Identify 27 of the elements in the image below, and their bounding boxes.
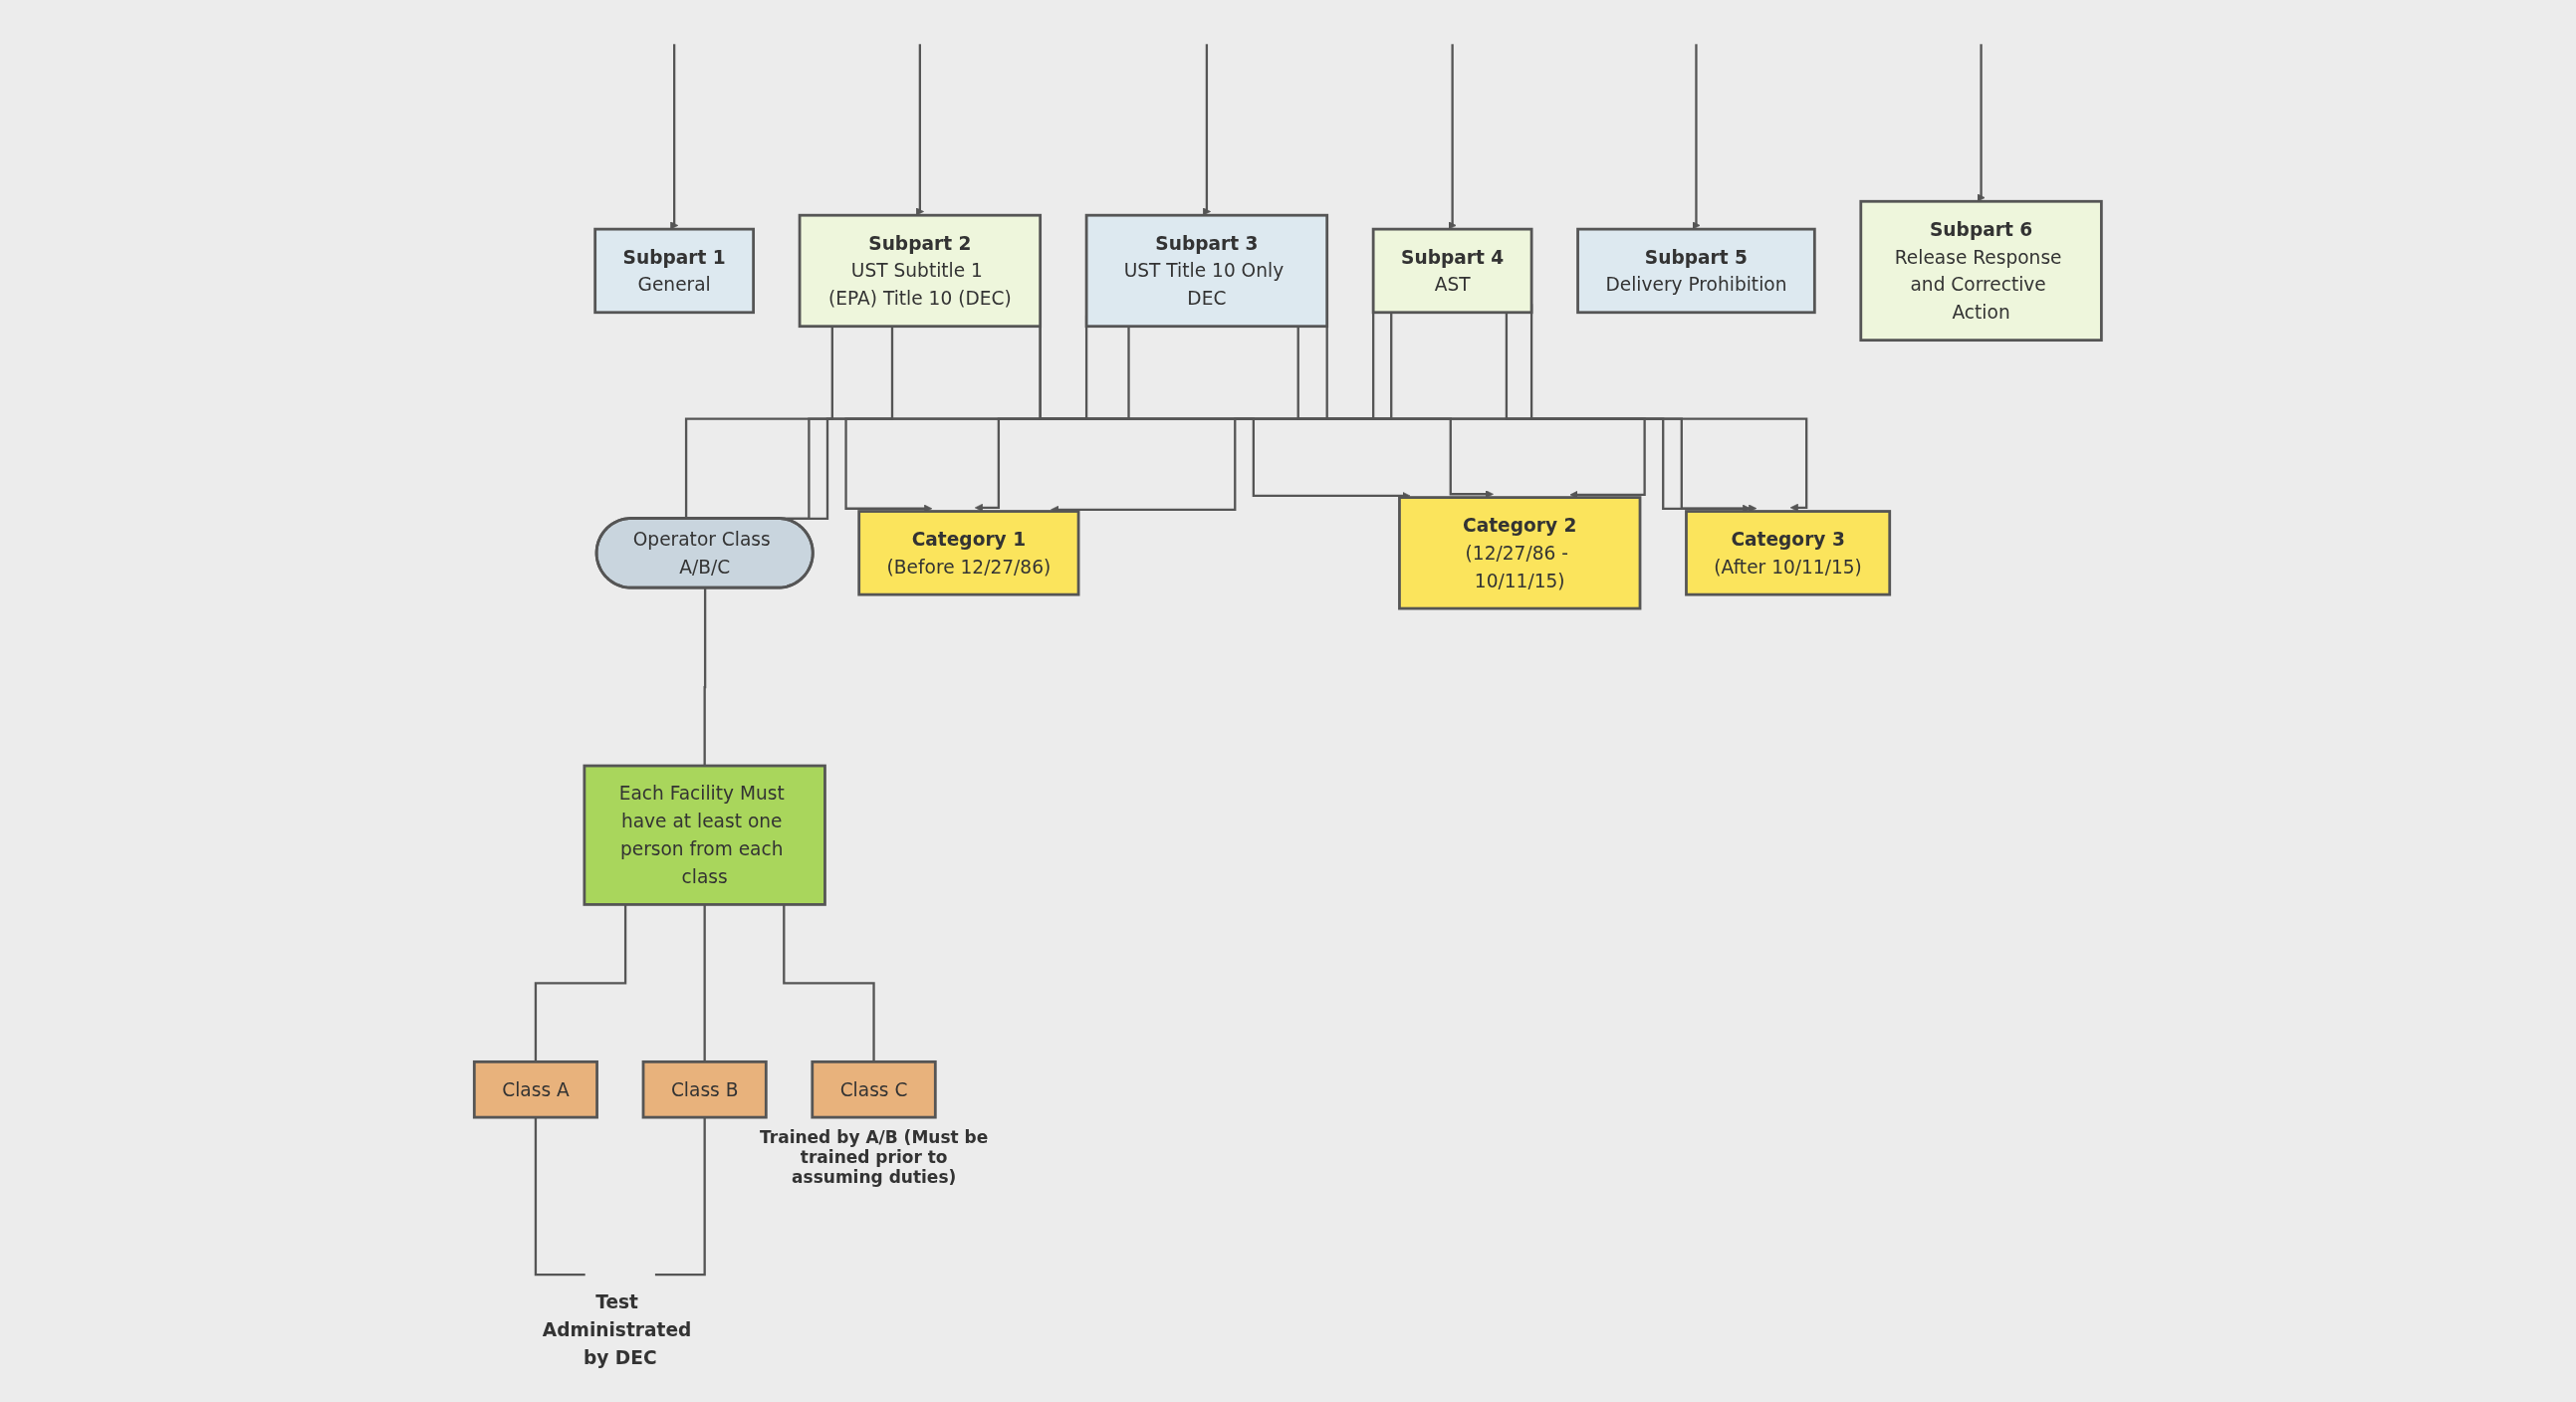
node-box: Subpart 5 Delivery Prohibition bbox=[1576, 227, 1816, 315]
node-note: Trained by A/B (Must be trained prior to assuming duties) bbox=[759, 1127, 990, 1188]
arrow bbox=[1977, 44, 1986, 202]
connector bbox=[534, 1117, 585, 1277]
node-box: Category 1 (Before 12/27/86) bbox=[857, 510, 1080, 596]
arrow bbox=[975, 326, 1130, 512]
node-box: Category 2 (12/27/86 - 10/11/15) bbox=[1398, 496, 1642, 610]
arrow bbox=[1692, 44, 1701, 230]
node-box: Class B bbox=[641, 1059, 768, 1119]
node-box: Each Facility Must have at least one person from each class bbox=[583, 764, 826, 906]
node-box: Class C bbox=[811, 1059, 937, 1119]
node-box: Subpart 6 Release Response and Corrective Action bbox=[1859, 199, 2103, 343]
arrow bbox=[915, 44, 925, 216]
node-box: Class A bbox=[473, 1059, 599, 1119]
arrow bbox=[1051, 312, 1393, 514]
node-box: Subpart 4 AST bbox=[1371, 227, 1533, 315]
node-text: Test Administrated by DEC bbox=[542, 1290, 692, 1369]
arrow bbox=[670, 44, 679, 230]
node-box: Subpart 2 UST Subtitle 1 (EPA) Title 10 (DEC) bbox=[798, 213, 1043, 329]
arrow bbox=[1202, 44, 1212, 216]
arrow bbox=[1448, 44, 1457, 230]
node-box: Category 3 (After 10/11/15) bbox=[1685, 510, 1892, 596]
arrow bbox=[1505, 312, 1646, 499]
node-box: Subpart 1 General bbox=[593, 227, 756, 315]
connector bbox=[655, 1117, 706, 1277]
arrow bbox=[844, 326, 933, 513]
node-box: Subpart 3 UST Title 10 Only DEC bbox=[1084, 213, 1329, 329]
